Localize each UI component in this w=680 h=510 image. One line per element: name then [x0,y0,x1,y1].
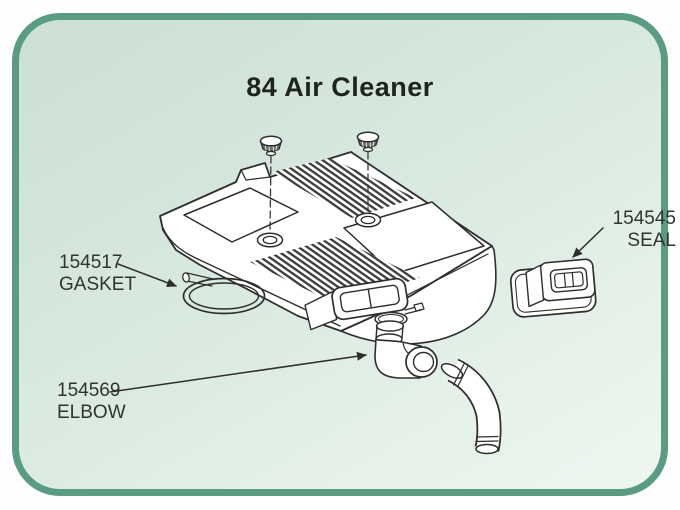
diagram-panel: 84 Air Cleaner 154517 GASKET 154569 ELBO… [12,13,676,496]
hose-drawing [440,358,502,455]
assembly-dashed-lines [269,151,369,232]
elbow-drawing [374,320,438,379]
gasket-drawing [182,277,266,315]
gasket-part-name: GASKET [59,274,137,295]
seal-arrow [572,227,604,258]
wing-screw-2 [356,131,380,153]
air-cleaner-housing-drawing [159,151,497,345]
label-seal: 154545 SEAL [574,208,676,252]
elbow-part-name: ELBOW [57,402,126,423]
gasket-arrow [117,263,177,288]
elbow-part-number: 154569 [57,380,121,401]
gasket-part-number: 154517 [59,252,123,273]
elbow-arrow [109,351,367,393]
seal-drawing [509,258,597,318]
label-elbow: 154569 ELBOW [57,380,126,424]
seal-part-name: SEAL [627,230,676,251]
label-gasket: 154517 GASKET [59,252,136,296]
wing-screw-1 [259,135,283,157]
page-title: 84 Air Cleaner [246,72,434,102]
seal-part-number: 154545 [612,208,676,229]
leader-arrows [109,227,604,393]
